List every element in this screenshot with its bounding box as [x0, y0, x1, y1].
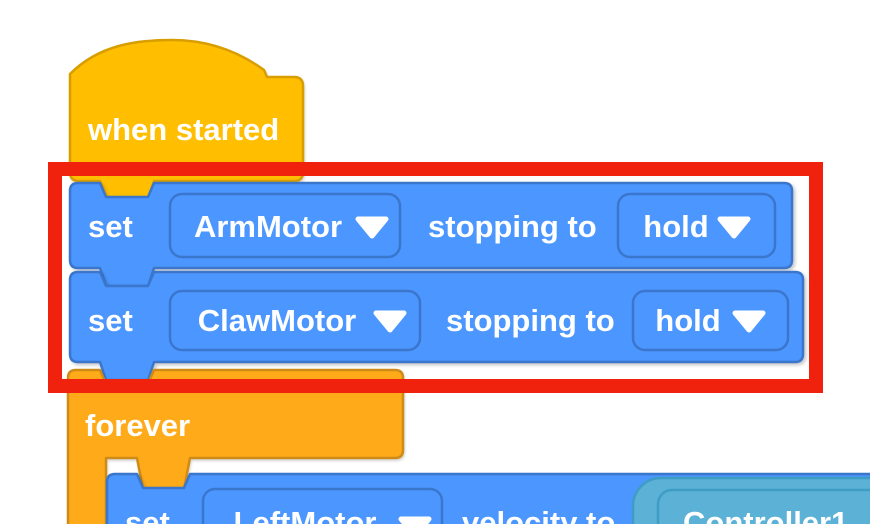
dropdown-caret-icon	[398, 516, 432, 524]
when-started-label: when started	[87, 112, 279, 147]
dropdown-caret-icon	[732, 310, 766, 333]
set-keyword-label: set	[88, 303, 133, 338]
hold-mode-dropdown[interactable]	[631, 289, 790, 352]
hold-mode-dropdown[interactable]	[616, 192, 777, 259]
stack-block-shape	[68, 270, 805, 382]
dropdown-caret-icon	[373, 310, 407, 333]
controller-reporter-block[interactable]: Controller1	[631, 476, 870, 524]
dropdown-caret-icon	[717, 216, 751, 239]
set-claw-stopping-block[interactable]: set ClawMotor stopping to hold	[68, 270, 805, 382]
hat-block-shape	[68, 38, 305, 200]
set-keyword-label: set	[125, 505, 170, 524]
highlight-annotation-rect	[48, 162, 823, 393]
when-started-block[interactable]: when started	[68, 38, 305, 200]
claw-motor-dropdown[interactable]	[168, 289, 422, 352]
controller-dropdown-value: Controller1	[683, 505, 848, 524]
stack-block-shape	[68, 181, 794, 288]
c-block-shape	[66, 368, 405, 524]
left-motor-dropdown-value: LeftMotor	[234, 505, 377, 524]
forever-label: forever	[85, 408, 190, 443]
arm-motor-dropdown-value: ArmMotor	[194, 209, 342, 244]
hold-mode-dropdown-value: hold	[643, 209, 708, 244]
hold-mode-dropdown-value: hold	[655, 303, 720, 338]
arm-motor-dropdown[interactable]	[168, 192, 402, 259]
left-motor-dropdown[interactable]	[201, 487, 444, 524]
set-keyword-label: set	[88, 209, 133, 244]
controller-dropdown[interactable]	[656, 488, 870, 524]
stopping-to-label: stopping to	[428, 209, 597, 244]
forever-block[interactable]: forever	[66, 368, 405, 524]
stopping-to-label: stopping to	[446, 303, 615, 338]
dropdown-caret-icon	[355, 216, 389, 239]
velocity-to-label: velocity to	[462, 505, 615, 524]
set-arm-stopping-block[interactable]: set ArmMotor stopping to hold	[68, 181, 794, 288]
claw-motor-dropdown-value: ClawMotor	[198, 303, 356, 338]
set-velocity-block[interactable]: set LeftMotor velocity to Controller1	[105, 472, 870, 524]
